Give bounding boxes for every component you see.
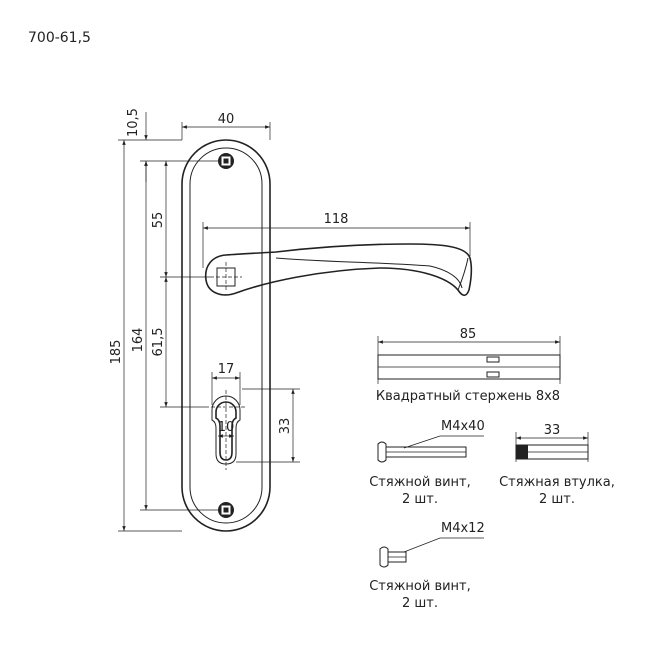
dim-cylinder-width-label: 17: [218, 362, 235, 377]
part-square-rod: 85 Квадратный стержень 8х8: [376, 327, 561, 404]
dim-spindle-cylinder: 61,5: [151, 277, 205, 408]
back-plate: [181, 139, 271, 532]
dim-top-offset-label: 10,5: [126, 108, 141, 137]
dim-plate-height-label: 185: [109, 340, 124, 365]
dim-plate-width-label: 40: [218, 112, 235, 127]
dim-cylinder-width: 17: [211, 362, 241, 405]
square-rod-caption: Квадратный стержень 8х8: [376, 389, 560, 404]
dim-plate-height: 185: [109, 140, 182, 532]
screw-short-size: M4x12: [441, 521, 485, 536]
dim-mount-spacing-label: 164: [131, 328, 146, 353]
part-bushing: 33 Стяжная втулка, 2 шт.: [499, 423, 615, 507]
screw-long-caption-1: Стяжной винт,: [369, 475, 471, 490]
plate-inner: [189, 147, 263, 524]
square-rod-dim-label: 85: [460, 327, 477, 342]
dim-cylinder-height-label: 33: [278, 418, 293, 435]
plate-outer: [181, 139, 271, 532]
dim-cylinder-inner-label: 10: [218, 420, 235, 435]
dim-plate-width: 40: [181, 112, 271, 140]
part-screw-short: M4x12 Стяжной винт, 2 шт.: [369, 521, 485, 611]
dim-spindle-top: 55: [151, 161, 210, 278]
top-screw-hole: [218, 153, 234, 169]
dim-spindle-top-label: 55: [151, 212, 166, 229]
bushing-caption-1: Стяжная втулка,: [499, 475, 615, 490]
dim-cylinder-height: 33: [236, 388, 300, 463]
dim-handle-length: 118: [202, 212, 471, 268]
screw-long-size: M4x40: [441, 419, 485, 434]
screw-long-caption-2: 2 шт.: [402, 492, 438, 507]
screw-short-caption-1: Стяжной винт,: [369, 579, 471, 594]
bushing-caption-2: 2 шт.: [539, 492, 575, 507]
dim-spindle-cylinder-label: 61,5: [151, 328, 166, 357]
dim-handle-length-label: 118: [324, 212, 349, 227]
screw-short-caption-2: 2 шт.: [402, 596, 438, 611]
bushing-dim-label: 33: [544, 423, 561, 438]
model-code: 700-61,5: [28, 30, 91, 46]
part-screw-long: M4x40 Стяжной винт, 2 шт.: [369, 419, 485, 507]
cylinder-cutout: [205, 390, 247, 470]
bottom-screw-hole: [218, 502, 234, 518]
dim-cylinder-inner: 10: [218, 420, 235, 438]
dim-mount-spacing: 164: [131, 161, 218, 511]
dim-top-offset: 10,5: [118, 108, 218, 182]
handle-lever: [204, 243, 473, 297]
